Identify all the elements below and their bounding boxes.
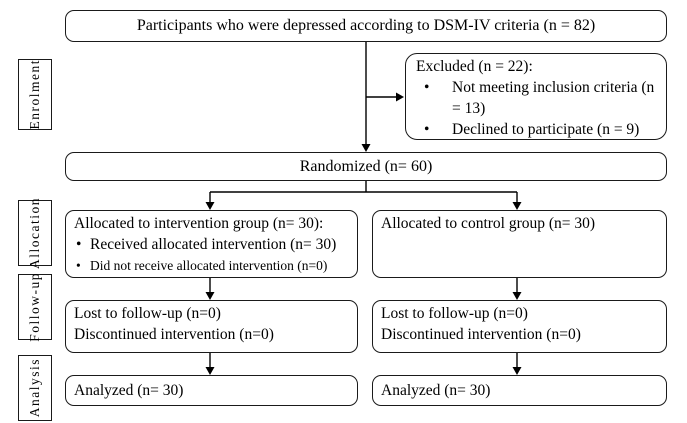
followup-right-line: Discontinued intervention (n=0) bbox=[381, 325, 581, 343]
arrow-followup-left-to-analyzed bbox=[205, 353, 215, 375]
intervention-item-text: Received allocated intervention (n= 30) bbox=[90, 235, 337, 253]
control-title: Allocated to control group (n= 30) bbox=[381, 215, 596, 232]
stage-label-allocation: Allocation bbox=[18, 197, 52, 269]
stage-label-enrolment: Enrolment bbox=[18, 59, 52, 130]
bullet-icon: • bbox=[76, 257, 81, 273]
stage-label-allocation-text: Allocation bbox=[27, 197, 42, 269]
followup-left-box: Lost to follow-up (n=0) Discontinued int… bbox=[65, 300, 358, 353]
excluded-item-text: Declined to participate (n = 9) bbox=[452, 120, 640, 138]
excluded-item: • Declined to participate (n = 9) bbox=[416, 120, 660, 141]
analyzed-right-text: Analyzed (n= 30) bbox=[381, 381, 491, 399]
allocation-intervention-box: Allocated to intervention group (n= 30):… bbox=[65, 210, 358, 278]
followup-right-box: Lost to follow-up (n=0) Discontinued int… bbox=[372, 300, 667, 353]
stage-label-enrolment-text: Enrolment bbox=[27, 59, 42, 130]
excluded-heading: Excluded (n = 22): bbox=[416, 58, 533, 75]
participants-text: Participants who were depressed accordin… bbox=[136, 17, 596, 35]
bullet-icon: • bbox=[424, 120, 430, 138]
followup-right-line: Lost to follow-up (n=0) bbox=[381, 305, 528, 322]
arrow-participants-to-randomized bbox=[361, 42, 371, 152]
stage-label-followup: Follow-up bbox=[18, 272, 52, 342]
intervention-title: Allocated to intervention group (n= 30): bbox=[74, 215, 324, 232]
arrow-followup-right-to-analyzed bbox=[512, 353, 522, 375]
analyzed-right-box: Analyzed (n= 30) bbox=[372, 375, 667, 406]
randomized-text: Randomized (n= 60) bbox=[299, 157, 433, 175]
intervention-item-text: Did not receive allocated intervention (… bbox=[90, 257, 328, 273]
split-randomized-to-groups bbox=[205, 181, 522, 210]
bullet-icon: • bbox=[424, 78, 430, 96]
arrow-alloc-right-to-followup bbox=[512, 278, 522, 300]
randomized-box: Randomized (n= 60) bbox=[65, 152, 667, 181]
stage-label-followup-text: Follow-up bbox=[27, 272, 42, 342]
stage-label-analysis: Analysis bbox=[18, 355, 52, 421]
intervention-item: • Received allocated intervention (n= 30… bbox=[74, 235, 349, 256]
analyzed-left-text: Analyzed (n= 30) bbox=[74, 381, 184, 399]
intervention-item: • Did not receive allocated intervention… bbox=[74, 256, 349, 276]
excluded-item-text: Not meeting inclusion criteria (n = 13) bbox=[452, 78, 655, 117]
analyzed-left-box: Analyzed (n= 30) bbox=[65, 375, 358, 406]
allocation-control-box: Allocated to control group (n= 30) bbox=[372, 210, 667, 278]
followup-left-line: Discontinued intervention (n=0) bbox=[74, 325, 274, 343]
followup-left-line: Lost to follow-up (n=0) bbox=[74, 305, 221, 322]
arrow-alloc-left-to-followup bbox=[205, 278, 215, 300]
excluded-box: Excluded (n = 22): • Not meeting inclusi… bbox=[405, 53, 667, 140]
arrow-to-excluded bbox=[366, 92, 404, 102]
excluded-item: • Not meeting inclusion criteria (n = 13… bbox=[416, 78, 660, 120]
bullet-icon: • bbox=[76, 235, 82, 253]
participants-box: Participants who were depressed accordin… bbox=[65, 10, 667, 42]
stage-label-analysis-text: Analysis bbox=[27, 358, 42, 418]
